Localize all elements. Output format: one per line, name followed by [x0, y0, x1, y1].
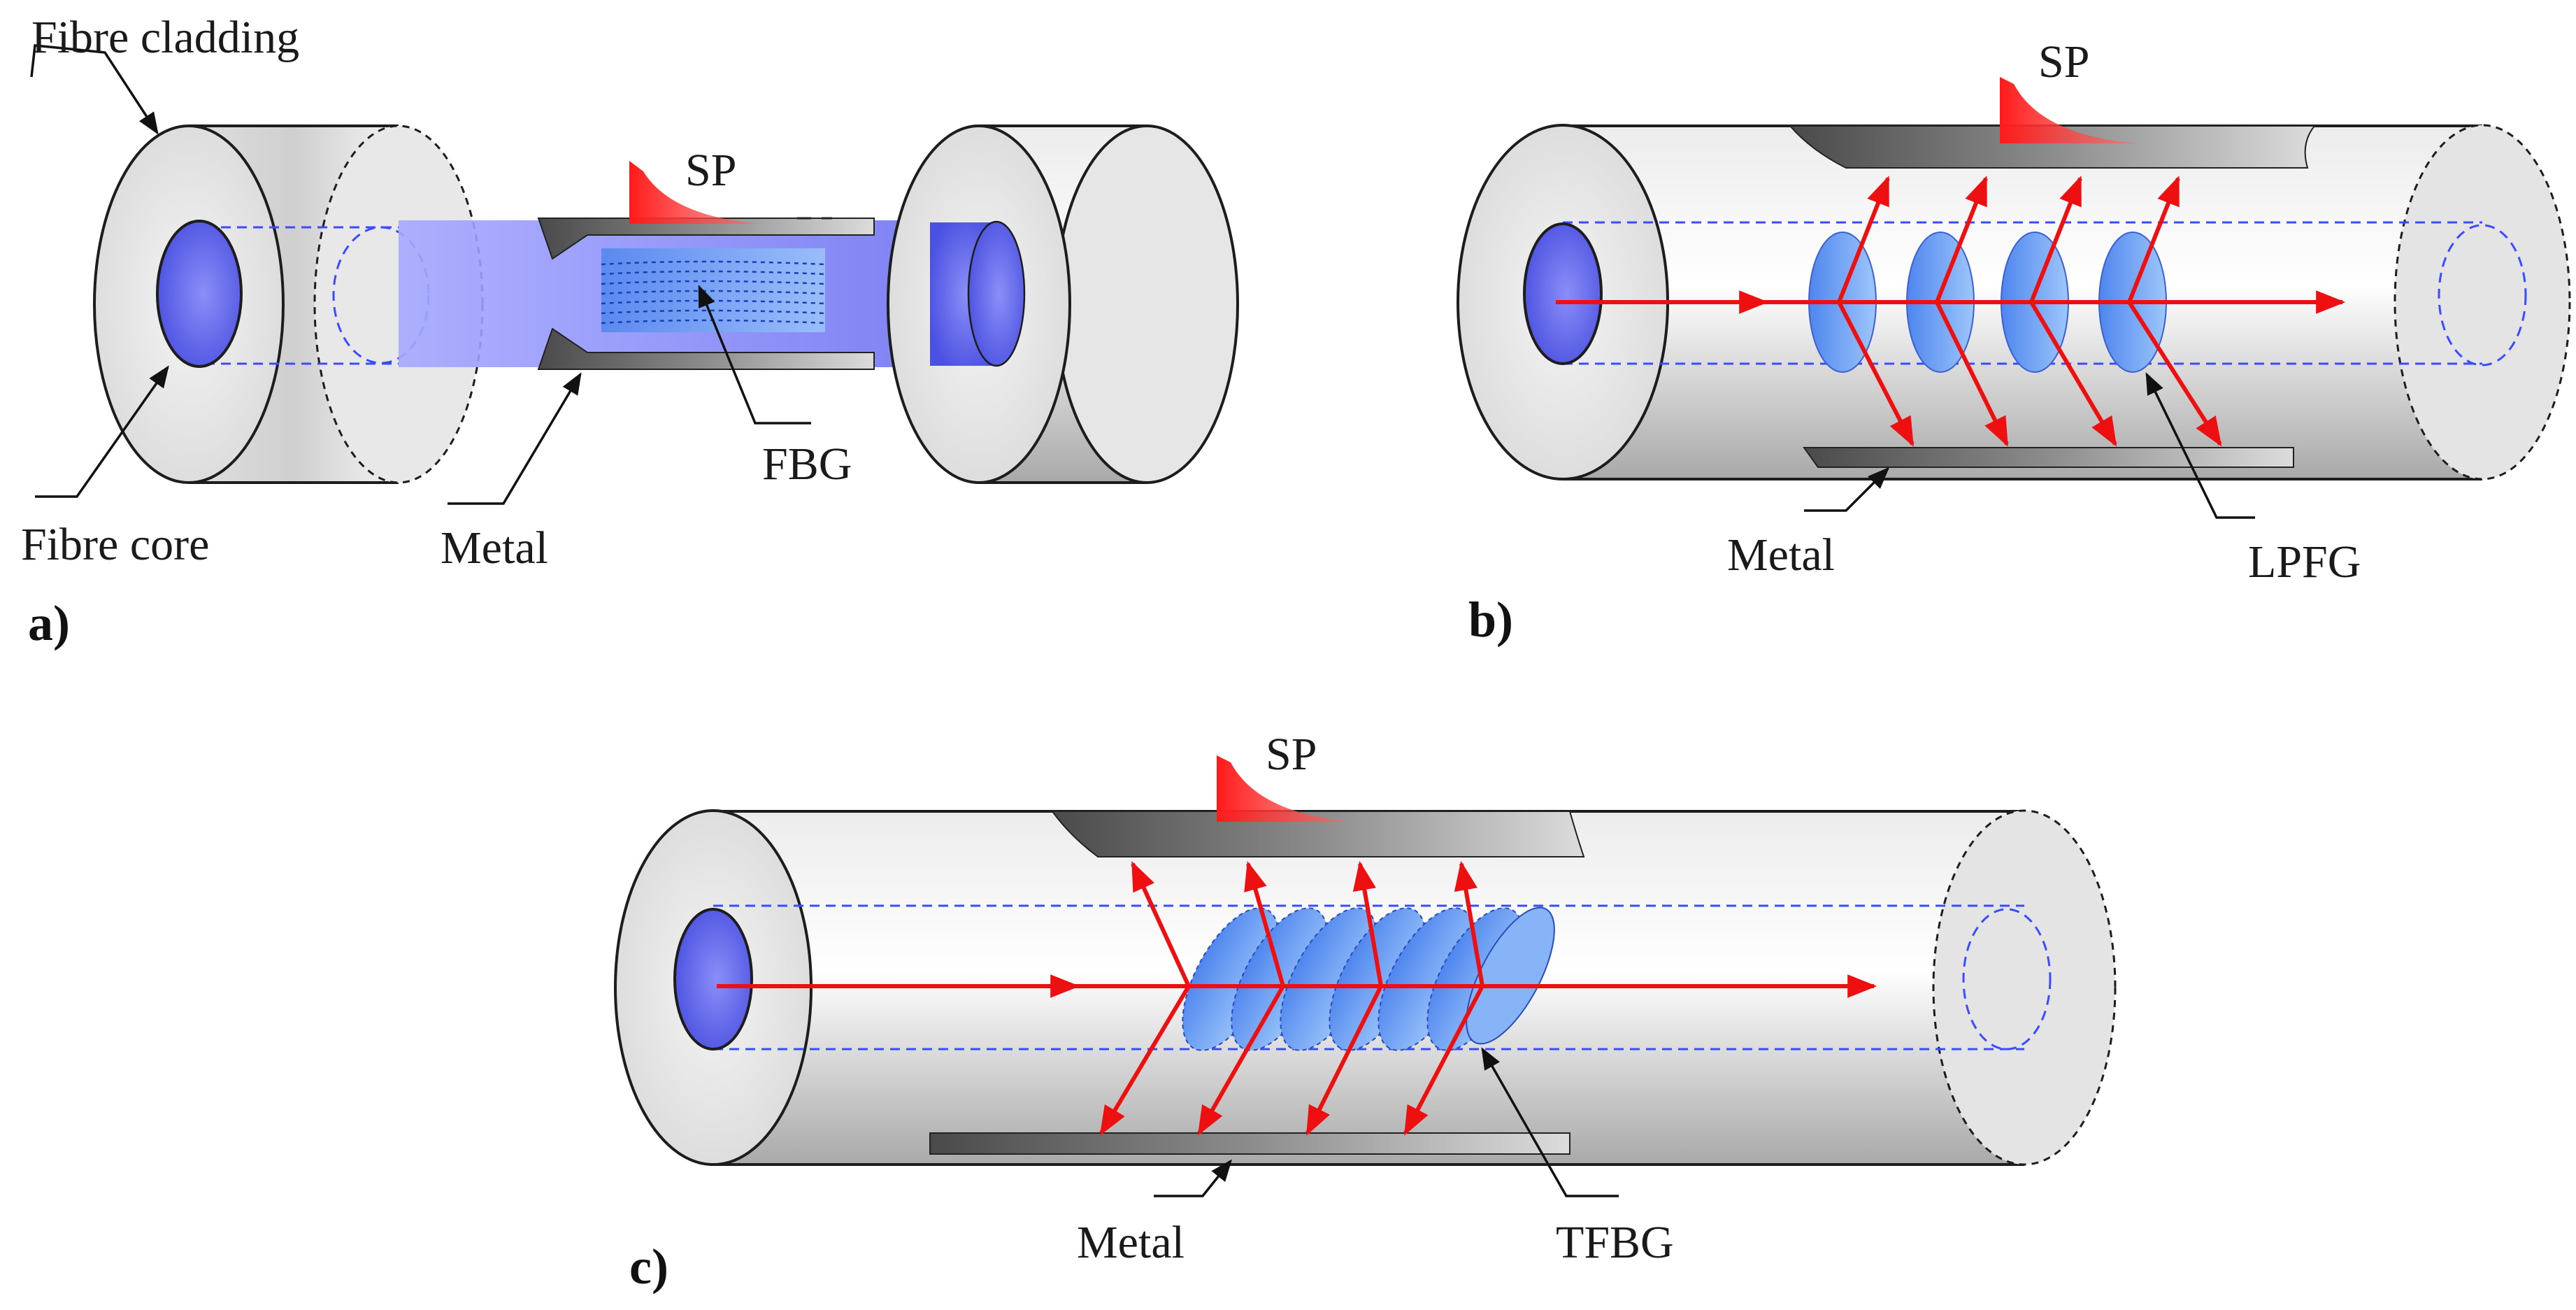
metal-layer-bottom-c [929, 1132, 1570, 1155]
label-tfbg: TFBG [1556, 1217, 1674, 1268]
sp-wave-a [629, 161, 762, 224]
fibre-core-front [156, 220, 243, 368]
tfbg-grating [1182, 906, 1555, 1051]
sp-wave-b [2000, 77, 2140, 143]
fibre-core-b [1523, 222, 1603, 365]
label-fibre-cladding: Fibre cladding [31, 12, 299, 63]
back-face-b [2393, 124, 2571, 480]
panel-c: SP Metal TFBG c) [614, 729, 2117, 1295]
core-end-right [967, 220, 1026, 367]
sp-wave-c [1217, 755, 1357, 822]
metal-layer-bottom-b [1803, 447, 2294, 468]
metal-layer-top-c [1051, 811, 1585, 857]
panel-tag-c: c) [629, 1239, 668, 1295]
label-fbg: FBG [762, 439, 852, 490]
metal-layer-top-b [1788, 125, 2317, 169]
panel-a: Fibre cladding Fibre core Metal FBG SP a… [21, 12, 1239, 651]
panel-tag-a: a) [28, 595, 70, 651]
metal-layer-top-a [537, 218, 875, 260]
label-sp-b: SP [2038, 36, 2089, 87]
panel-b: SP Metal LPFG b) [1457, 36, 2571, 648]
label-metal-b: Metal [1727, 529, 1835, 581]
cladding-back-face-right [1054, 124, 1239, 484]
core-outline-c [713, 904, 2024, 1051]
metal-layer-bottom-a [537, 327, 875, 370]
label-lpfg: LPFG [2248, 536, 2361, 588]
panel-tag-b: b) [1468, 592, 1513, 648]
label-sp-c: SP [1266, 729, 1317, 780]
label-metal-c: Metal [1077, 1217, 1185, 1268]
fibre-core-c [673, 908, 753, 1051]
label-sp-a: SP [685, 145, 736, 196]
label-metal-a: Metal [441, 522, 548, 574]
light-rays-b [1556, 176, 2346, 447]
label-fibre-core: Fibre core [21, 519, 209, 570]
back-face-c [1932, 809, 2117, 1166]
light-rays-c [717, 860, 1877, 1136]
